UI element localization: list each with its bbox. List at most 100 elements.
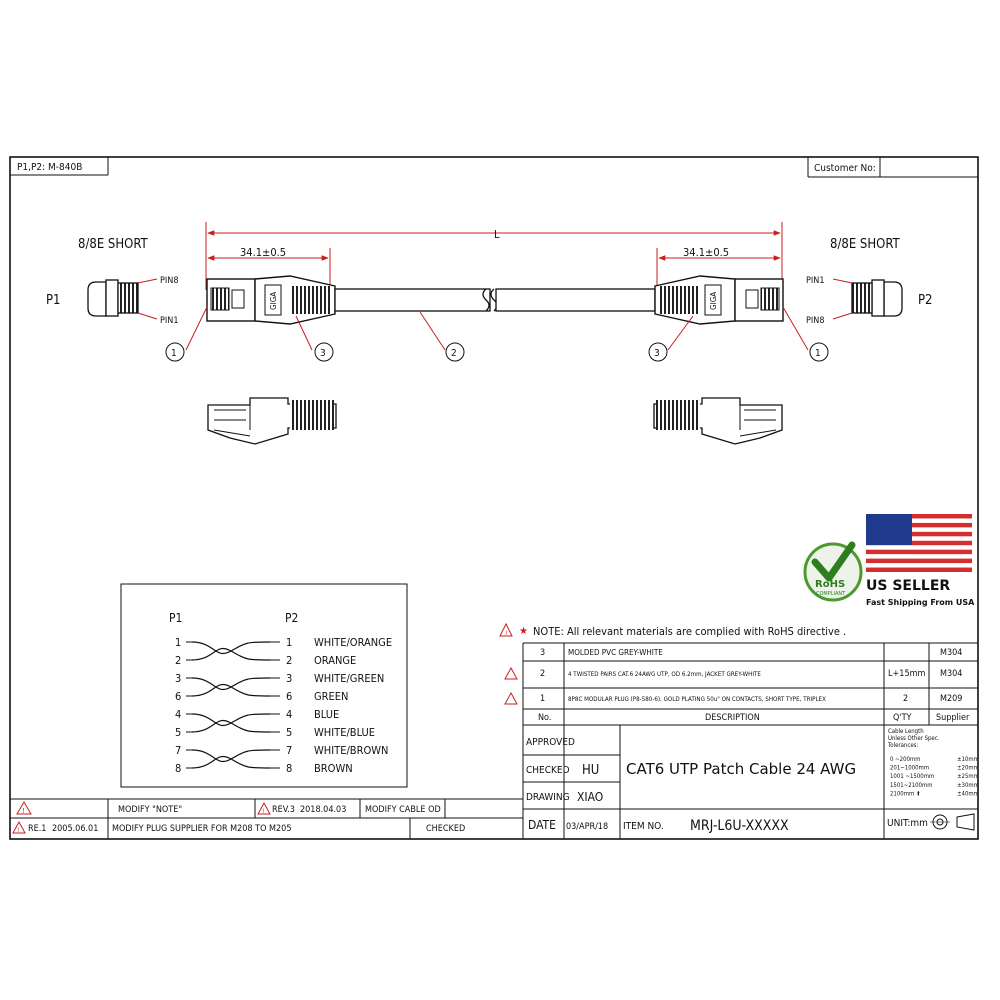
callout-1-left: 1 — [171, 348, 177, 359]
rev-modify-note: MODIFY "NOTE" — [118, 805, 182, 815]
flag-stripe — [866, 522, 972, 528]
plug-end-view-left: PIN8 PIN1 — [87, 276, 178, 326]
pin1-left-label: PIN1 — [160, 316, 178, 326]
wiring-color: BLUE — [314, 708, 339, 721]
pin1-right-label: PIN1 — [806, 276, 824, 286]
customer-box: Customer No: — [807, 157, 978, 178]
boot-text-right: GIGA — [709, 292, 718, 310]
bom-desc: 4 TWISTED PAIRS CAT.6 24AWG UTP, OD 6.2m… — [568, 671, 761, 678]
svg-text:!: ! — [22, 807, 25, 815]
wiring-p1-pin: 2 — [175, 654, 181, 667]
tolerance-title: Unless Other Spec. — [888, 735, 940, 742]
wiring-row: 2 2 ORANGE — [175, 654, 356, 667]
wiring-row: 6 6 GREEN — [175, 690, 348, 703]
bom-table — [522, 642, 978, 839]
wiring-color: WHITE/ORANGE — [314, 636, 392, 649]
checked-value: HU — [582, 763, 599, 778]
twisted-wire — [191, 684, 271, 697]
flag-stripe — [866, 549, 972, 555]
shipping-label: Fast Shipping From USA — [866, 598, 975, 607]
date-label: DATE — [528, 818, 556, 832]
bom-no: 1 — [540, 694, 545, 704]
tolerance-value: ±30mm — [957, 782, 979, 789]
bom-supplier: M304 — [940, 669, 962, 679]
note-line: ! ★ NOTE: All relevant materials are com… — [499, 622, 846, 638]
wiring-p1-pin: 7 — [175, 744, 181, 757]
wiring-color: BROWN — [314, 762, 353, 775]
bom-no: 3 — [540, 648, 545, 658]
twisted-wire — [191, 641, 271, 654]
rohs-badge: RoHS COMPLIANT — [803, 541, 863, 602]
callout-1-right: 1 — [815, 348, 821, 359]
wiring-row: 4 4 BLUE — [175, 708, 339, 733]
connector-right-title: 8/8E SHORT — [830, 237, 901, 252]
wiring-p2-pin: 3 — [286, 672, 292, 685]
drawing-value: XIAO — [577, 790, 603, 804]
wiring-p1-pin: 3 — [175, 672, 181, 685]
bom-desc: MOLDED PVC GREY-WHITE — [568, 648, 663, 657]
cable-jacket-right — [495, 288, 656, 312]
tolerance-value: ±40mm — [957, 790, 979, 797]
tolerance-value: ±25mm — [957, 773, 979, 780]
checked-header: CHECKED — [426, 824, 465, 834]
wiring-p1-label: P1 — [169, 611, 182, 625]
flag-stripe — [866, 531, 972, 537]
checked-label: CHECKED — [526, 765, 570, 776]
svg-text:!: ! — [505, 630, 507, 637]
bom-header-desc: DESCRIPTION — [705, 713, 760, 723]
rev1-label: RE.1 — [28, 824, 46, 834]
wiring-color: WHITE/BROWN — [314, 744, 388, 757]
wiring-p2-pin: 6 — [286, 690, 292, 703]
projection-symbol-icon — [930, 813, 975, 831]
cable-jacket-left — [334, 288, 491, 312]
customer-label: Customer No: — [814, 163, 876, 174]
warning-icon — [504, 666, 518, 680]
warning-icon: ! — [16, 801, 32, 815]
twisted-wire — [191, 720, 271, 733]
bom-qty: 2 — [903, 694, 908, 704]
rev3-desc: MODIFY CABLE OD — [365, 805, 441, 815]
wiring-p1-pin: 4 — [175, 708, 181, 721]
wiring-color: ORANGE — [314, 654, 356, 667]
rev3-date: 2018.04.03 — [300, 805, 346, 815]
cable-drawing: L 34.1±0.5 34.1±0.5 8/8E SHORT 8/8E SHOR… — [46, 222, 933, 445]
approved-label: APPROVED — [526, 737, 575, 748]
wiring-p2-pin: 1 — [286, 636, 292, 649]
svg-text:!: ! — [262, 808, 264, 815]
revision-grid — [10, 798, 523, 839]
p1-label: P1 — [46, 293, 61, 308]
wiring-p2-pin: 2 — [286, 654, 292, 667]
wiring-p2-label: P2 — [285, 611, 298, 625]
drawing-label: DRAWING — [526, 792, 570, 803]
dim-right-label: 34.1±0.5 — [683, 246, 729, 259]
tolerance-title: Tolerances: — [887, 742, 918, 749]
wiring-color: GREEN — [314, 690, 348, 703]
wiring-p2-pin: 4 — [286, 708, 292, 721]
bom-row: 1 8P8C MODULAR PLUG (P8-580-6), GOLD PLAT… — [504, 691, 962, 705]
twisted-wire — [191, 749, 271, 762]
flag-stripe — [866, 558, 972, 564]
us-seller-label: US SELLER — [866, 578, 950, 594]
tolerance-value: ±10mm — [957, 756, 979, 763]
tolerance-range: 201~1000mm — [890, 765, 929, 772]
tolerance-range: 0 ~200mm — [890, 756, 921, 763]
top-left-label-box: P1,P2: M-840B — [10, 157, 109, 176]
bom-desc: 8P8C MODULAR PLUG (P8-580-6), GOLD PLATI… — [568, 696, 826, 703]
drawing-title: CAT6 UTP Patch Cable 24 AWG — [626, 760, 856, 778]
bom-header-qty: Q'TY — [893, 713, 912, 723]
flag-stripe — [866, 514, 972, 519]
pin8-right-label: PIN8 — [806, 316, 824, 326]
wiring-color: WHITE/BLUE — [314, 726, 375, 739]
connector-right: GIGA — [654, 275, 784, 325]
tolerance-range: 1501~2100mm — [890, 782, 933, 789]
tolerance-title: Cable Length — [888, 728, 924, 735]
rohs-sub: COMPLIANT — [816, 591, 846, 597]
wiring-p1-pin: 6 — [175, 690, 181, 703]
item-label: ITEM NO. — [623, 821, 664, 832]
